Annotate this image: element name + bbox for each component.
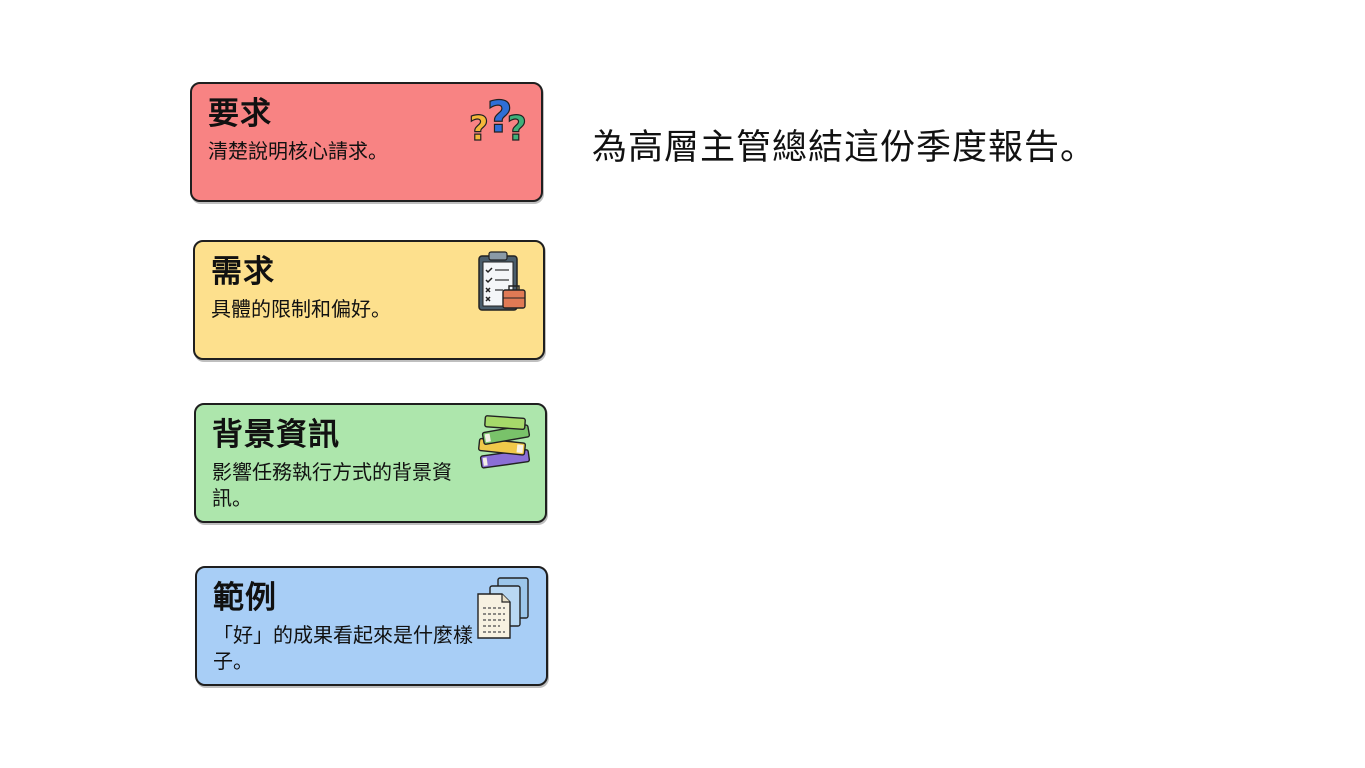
documents-icon	[477, 577, 529, 639]
card-request: 要求 清楚說明核心請求。 ? ? ?	[190, 82, 543, 202]
svg-text:?: ?	[507, 109, 527, 149]
card-title: 要求	[208, 96, 272, 132]
card-title: 範例	[213, 580, 277, 616]
card-title: 需求	[211, 254, 275, 290]
book-stack-icon	[478, 415, 531, 469]
card-requirements: 需求 具體的限制和偏好。	[193, 240, 545, 360]
clipboard-checklist-icon	[478, 251, 526, 311]
card-description: 清楚說明核心請求。	[208, 139, 388, 163]
card-background: 背景資訊 影響任務執行方式的背景資訊。	[194, 403, 547, 523]
question-marks-icon: ? ? ?	[468, 92, 527, 150]
svg-text:?: ?	[469, 109, 489, 149]
svg-text:?: ?	[487, 92, 513, 143]
example-prompt: 為高層主管總結這份季度報告。	[592, 128, 1097, 168]
card-description: 影響任務執行方式的背景資訊。	[212, 460, 452, 510]
card-description: 「好」的成果看起來是什麼樣子。	[213, 623, 473, 673]
card-title: 背景資訊	[212, 417, 340, 453]
card-description: 具體的限制和偏好。	[211, 297, 391, 321]
card-examples: 範例 「好」的成果看起來是什麼樣子。	[195, 566, 548, 686]
